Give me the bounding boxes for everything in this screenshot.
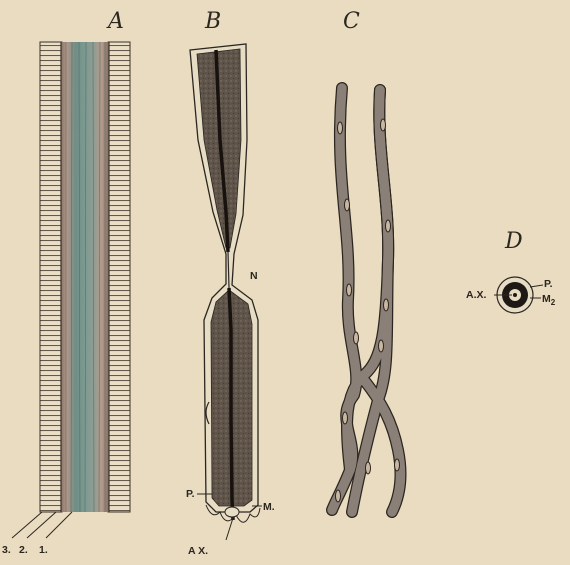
panel-a-label-3: 3. — [2, 544, 11, 556]
panel-a: A 3. 2. 1. — [2, 9, 130, 556]
panel-d-label-m-main: M — [542, 293, 551, 305]
panel-a-leader-lines — [12, 512, 72, 538]
panel-d-label-m: M2 — [542, 293, 556, 307]
panel-b-label-p: P. — [186, 488, 195, 500]
panel-d-axon-dot — [513, 293, 517, 297]
panel-d: D A.X. P. M2 — [466, 229, 556, 313]
panel-d-letter: D — [504, 229, 523, 254]
panel-b-axon-end — [225, 507, 239, 517]
panel-b-label-m: M. — [263, 501, 275, 513]
panel-d-label-ax: A.X. — [466, 289, 487, 301]
panel-a-label-1: 1. — [39, 544, 48, 556]
panel-b: B N P. M. A X. — [186, 9, 275, 557]
panel-a-left-hatched-sheath — [40, 42, 62, 512]
panel-b-leader-ax — [226, 518, 233, 540]
panel-b-label-ax: A X. — [188, 545, 208, 557]
panel-a-right-hatched-sheath — [108, 42, 130, 512]
panel-d-label-m-subscript: 2 — [551, 298, 556, 307]
panel-b-letter: B — [204, 9, 221, 34]
panel-d-leader-p — [530, 285, 543, 287]
panel-a-label-2: 2. — [19, 544, 28, 556]
panel-a-letter: A — [106, 9, 124, 34]
panel-c-letter: C — [343, 9, 360, 34]
panel-d-label-p: P. — [544, 278, 553, 290]
panel-b-label-n: N — [250, 270, 258, 282]
panel-c: C — [332, 9, 400, 512]
